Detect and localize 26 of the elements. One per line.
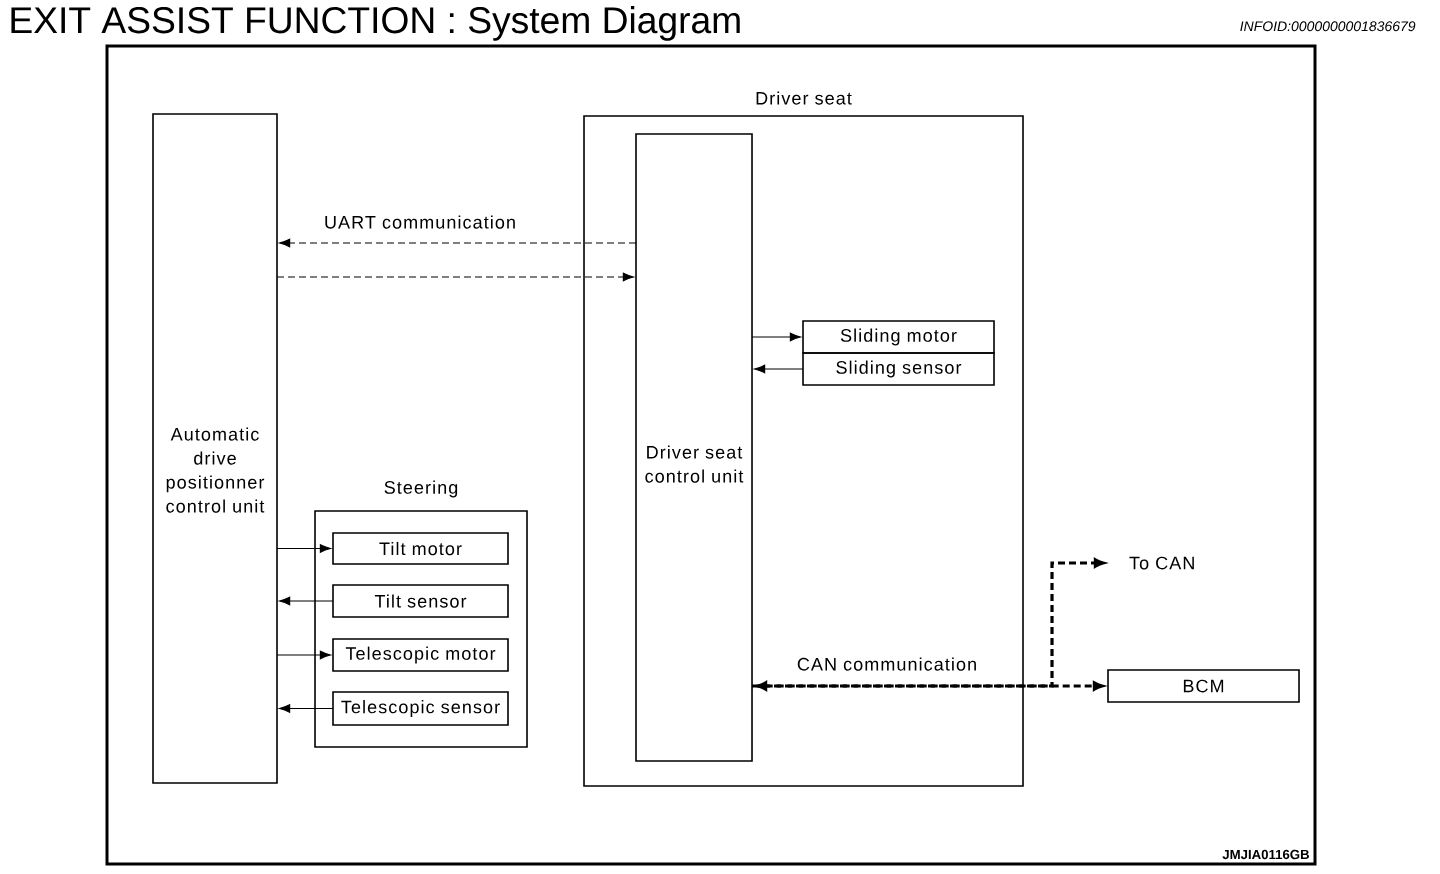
double-arrow [756, 681, 1104, 691]
arrow [279, 704, 334, 713]
arrow [276, 650, 331, 660]
arrow [279, 238, 637, 248]
edge-label: UART communication [322, 213, 518, 231]
component-box: Telescopic motor [332, 638, 509, 672]
component-box: Tilt motor [332, 532, 509, 565]
component-box: Tilt sensor [332, 584, 509, 618]
arrow [279, 596, 334, 606]
arrow [754, 364, 804, 374]
diagram-title: EXIT ASSIST FUNCTION : System Diagram [11, 6, 740, 41]
arrow [751, 332, 801, 342]
edge-label: CAN communication [794, 655, 980, 673]
component-box: Sliding sensor [802, 352, 995, 386]
figure-code: JMJIA0116GB [1222, 849, 1309, 860]
module-box: BCM [1107, 669, 1300, 703]
reference-code: INFOID:0000000001836679 [1240, 21, 1416, 32]
arrow [276, 544, 331, 553]
control-unit-box: Driver seat control unit [635, 133, 753, 762]
component-box: Telescopic sensor [332, 691, 509, 726]
control-unit-box: Automatic drive positionner control unit [152, 113, 278, 784]
node-label: Driver seat [756, 91, 852, 105]
bus-label: To CAN [1129, 556, 1194, 570]
component-box: Sliding motor [802, 320, 995, 354]
arrow [276, 272, 634, 282]
node-label: Steering [384, 480, 458, 498]
